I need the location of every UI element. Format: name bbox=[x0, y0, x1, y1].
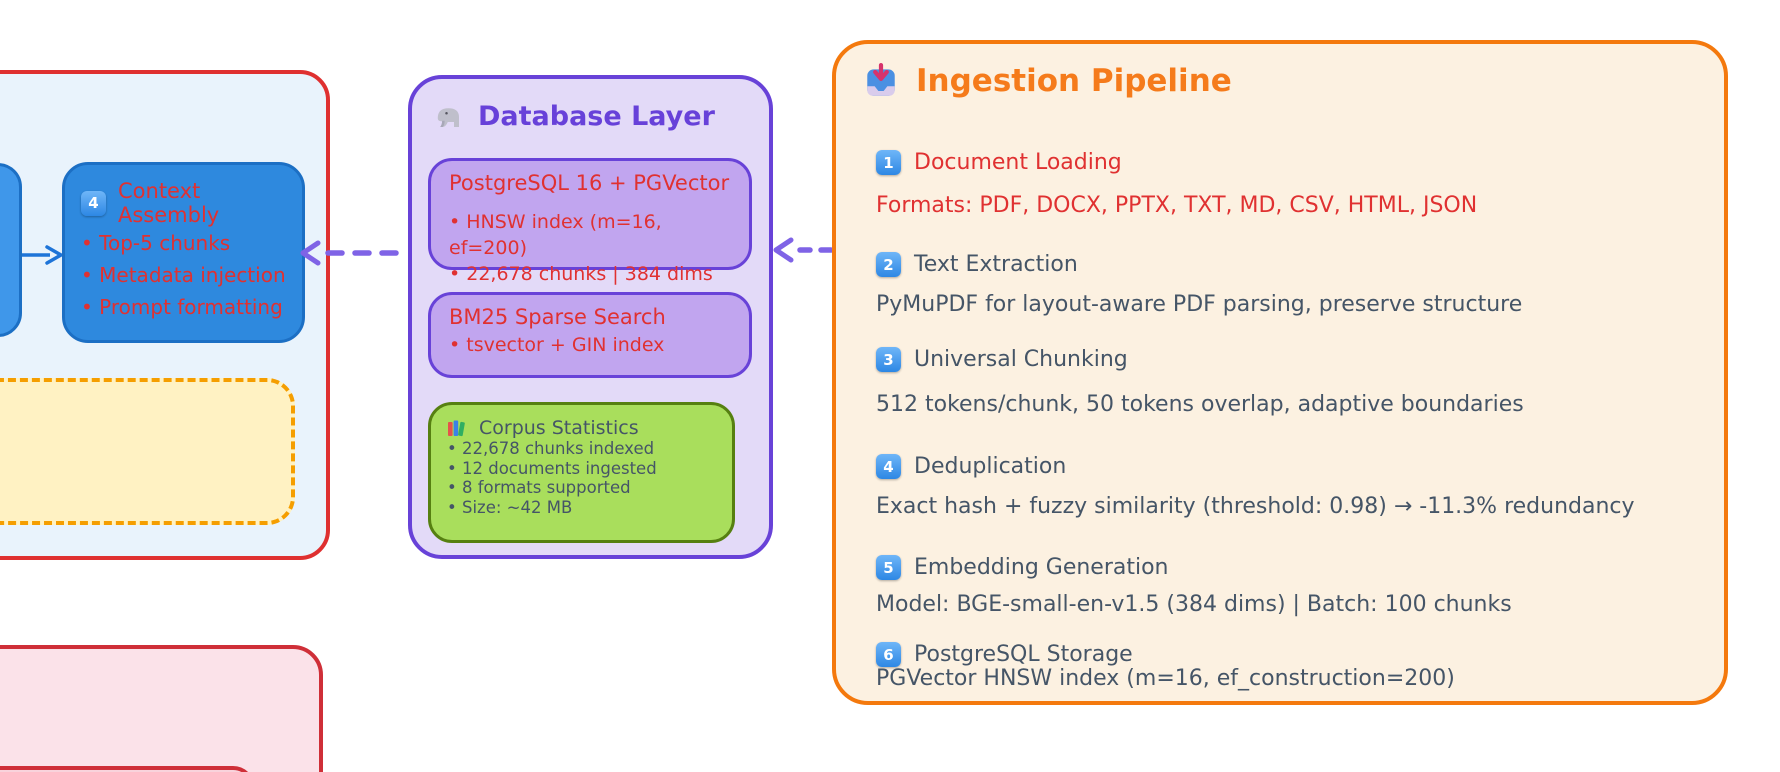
step-embedding-generation: 5 Embedding Generation Model: BGE-small-… bbox=[876, 555, 1721, 633]
step-heading: 4 Deduplication bbox=[876, 454, 1721, 479]
bottom-panel-inner-node bbox=[0, 766, 255, 772]
step-heading-label: Embedding Generation bbox=[914, 555, 1169, 580]
step-description: Model: BGE-small-en-v1.5 (384 dims) | Ba… bbox=[876, 592, 1512, 617]
bm25-node-title: BM25 Sparse Search bbox=[449, 305, 666, 329]
context-assembly-node: 4 Context Assembly Top-5 chunks Metadata… bbox=[62, 162, 305, 343]
corpus-stats-bullets: 22,678 chunks indexed 12 documents inges… bbox=[447, 439, 716, 517]
flow-arrow-icon bbox=[22, 245, 63, 265]
step-heading: 5 Embedding Generation bbox=[876, 555, 1721, 580]
bullet-item: Size: ~42 MB bbox=[447, 498, 716, 518]
bottom-panel bbox=[0, 645, 323, 772]
bullet-item: tsvector + GIN index bbox=[449, 332, 731, 358]
keycap-1-icon: 1 bbox=[876, 150, 901, 175]
database-layer-title: Database Layer bbox=[434, 101, 715, 132]
context-assembly-title: 4 Context Assembly bbox=[81, 179, 286, 227]
step-universal-chunking: 3 Universal Chunking 512 tokens/chunk, 5… bbox=[876, 347, 1721, 425]
bullet-item: HNSW index (m=16, ef=200) bbox=[449, 209, 731, 261]
corpus-stats-title: Corpus Statistics bbox=[447, 417, 716, 439]
step-description: Formats: PDF, DOCX, PPTX, TXT, MD, CSV, … bbox=[876, 193, 1478, 218]
retrieval-node-partial bbox=[0, 163, 22, 337]
keycap-6-icon: 6 bbox=[876, 642, 901, 667]
step-description: 512 tokens/chunk, 50 tokens overlap, ada… bbox=[876, 392, 1524, 417]
step-heading: 6 PostgreSQL Storage bbox=[876, 642, 1721, 667]
step-heading-label: Document Loading bbox=[914, 150, 1122, 175]
bullet-item: 12 documents ingested bbox=[447, 459, 716, 479]
keycap-4-icon: 4 bbox=[81, 190, 106, 216]
step-description: Exact hash + fuzzy similarity (threshold… bbox=[876, 494, 1635, 519]
step-heading-label: Deduplication bbox=[914, 454, 1067, 479]
corpus-stats-node: Corpus Statistics 22,678 chunks indexed … bbox=[428, 402, 735, 543]
step-text-extraction: 2 Text Extraction PyMuPDF for layout-awa… bbox=[876, 252, 1721, 330]
postgres-node: PostgreSQL 16 + PGVector HNSW index (m=1… bbox=[428, 158, 752, 285]
step-heading-label: Text Extraction bbox=[914, 252, 1078, 277]
inbox-tray-icon bbox=[867, 63, 895, 96]
step-description: PGVector HNSW index (m=16, ef_constructi… bbox=[876, 666, 1455, 691]
ingestion-pipeline-title: Ingestion Pipeline bbox=[862, 62, 1232, 100]
step-heading: 2 Text Extraction bbox=[876, 252, 1721, 277]
keycap-3-icon: 3 bbox=[876, 347, 901, 372]
bullet-item: Prompt formatting bbox=[81, 291, 286, 323]
placeholder-dashed-box bbox=[0, 378, 295, 525]
step-heading-label: PostgreSQL Storage bbox=[914, 642, 1133, 667]
step-deduplication: 4 Deduplication Exact hash + fuzzy simil… bbox=[876, 454, 1721, 532]
ingestion-pipeline-panel bbox=[832, 40, 1728, 705]
bullet-item: Top-5 chunks bbox=[81, 227, 286, 259]
corpus-stats-label: Corpus Statistics bbox=[479, 417, 639, 439]
keycap-4-icon: 4 bbox=[876, 454, 901, 479]
keycap-2-icon: 2 bbox=[876, 252, 901, 277]
database-layer-label: Database Layer bbox=[478, 101, 715, 132]
postgres-node-bullets: HNSW index (m=16, ef=200) 22,678 chunks … bbox=[449, 209, 731, 287]
books-icon bbox=[448, 420, 465, 437]
db-to-context-arrow-icon bbox=[300, 240, 409, 266]
bullet-item: Metadata injection bbox=[81, 259, 286, 291]
context-assembly-label: Context Assembly bbox=[118, 179, 220, 227]
step-heading-label: Universal Chunking bbox=[914, 347, 1128, 372]
keycap-5-icon: 5 bbox=[876, 555, 901, 580]
postgres-node-title: PostgreSQL 16 + PGVector bbox=[449, 171, 730, 195]
step-postgresql-storage: 6 PostgreSQL Storage PGVector HNSW index… bbox=[876, 642, 1721, 720]
bullet-item: 22,678 chunks indexed bbox=[447, 439, 716, 459]
elephant-icon bbox=[437, 107, 459, 127]
step-heading: 3 Universal Chunking bbox=[876, 347, 1721, 372]
ingestion-to-db-arrow-icon bbox=[773, 237, 835, 263]
step-document-loading: 1 Document Loading Formats: PDF, DOCX, P… bbox=[876, 150, 1721, 228]
bm25-node-bullets: tsvector + GIN index bbox=[449, 332, 731, 358]
bm25-node: BM25 Sparse Search tsvector + GIN index bbox=[428, 292, 752, 378]
ingestion-pipeline-label: Ingestion Pipeline bbox=[916, 63, 1232, 99]
context-assembly-bullets: Top-5 chunks Metadata injection Prompt f… bbox=[81, 227, 286, 323]
step-description: PyMuPDF for layout-aware PDF parsing, pr… bbox=[876, 292, 1523, 317]
step-heading: 1 Document Loading bbox=[876, 150, 1721, 175]
bullet-item: 22,678 chunks | 384 dims bbox=[449, 261, 731, 287]
bullet-item: 8 formats supported bbox=[447, 478, 716, 498]
